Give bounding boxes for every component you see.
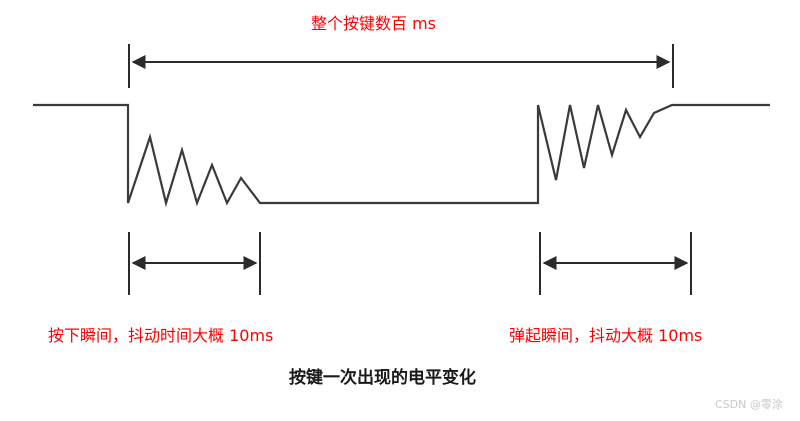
csdn-watermark: CSDN @零涂 (715, 398, 783, 411)
annotation-release-bounce: 弹起瞬间，抖动大概 10ms (509, 326, 703, 345)
annotation-total-duration: 整个按键数百 ms (311, 14, 437, 33)
annotation-press-bounce: 按下瞬间，抖动时间大概 10ms (48, 326, 274, 345)
measurement-press-bounce (128, 232, 261, 295)
signal-waveform (33, 103, 770, 208)
measurement-release-bounce (539, 232, 692, 295)
measurement-total-duration (128, 44, 674, 88)
figure-caption: 按键一次出现的电平变化 (289, 368, 476, 388)
waveform-polyline (33, 103, 770, 208)
